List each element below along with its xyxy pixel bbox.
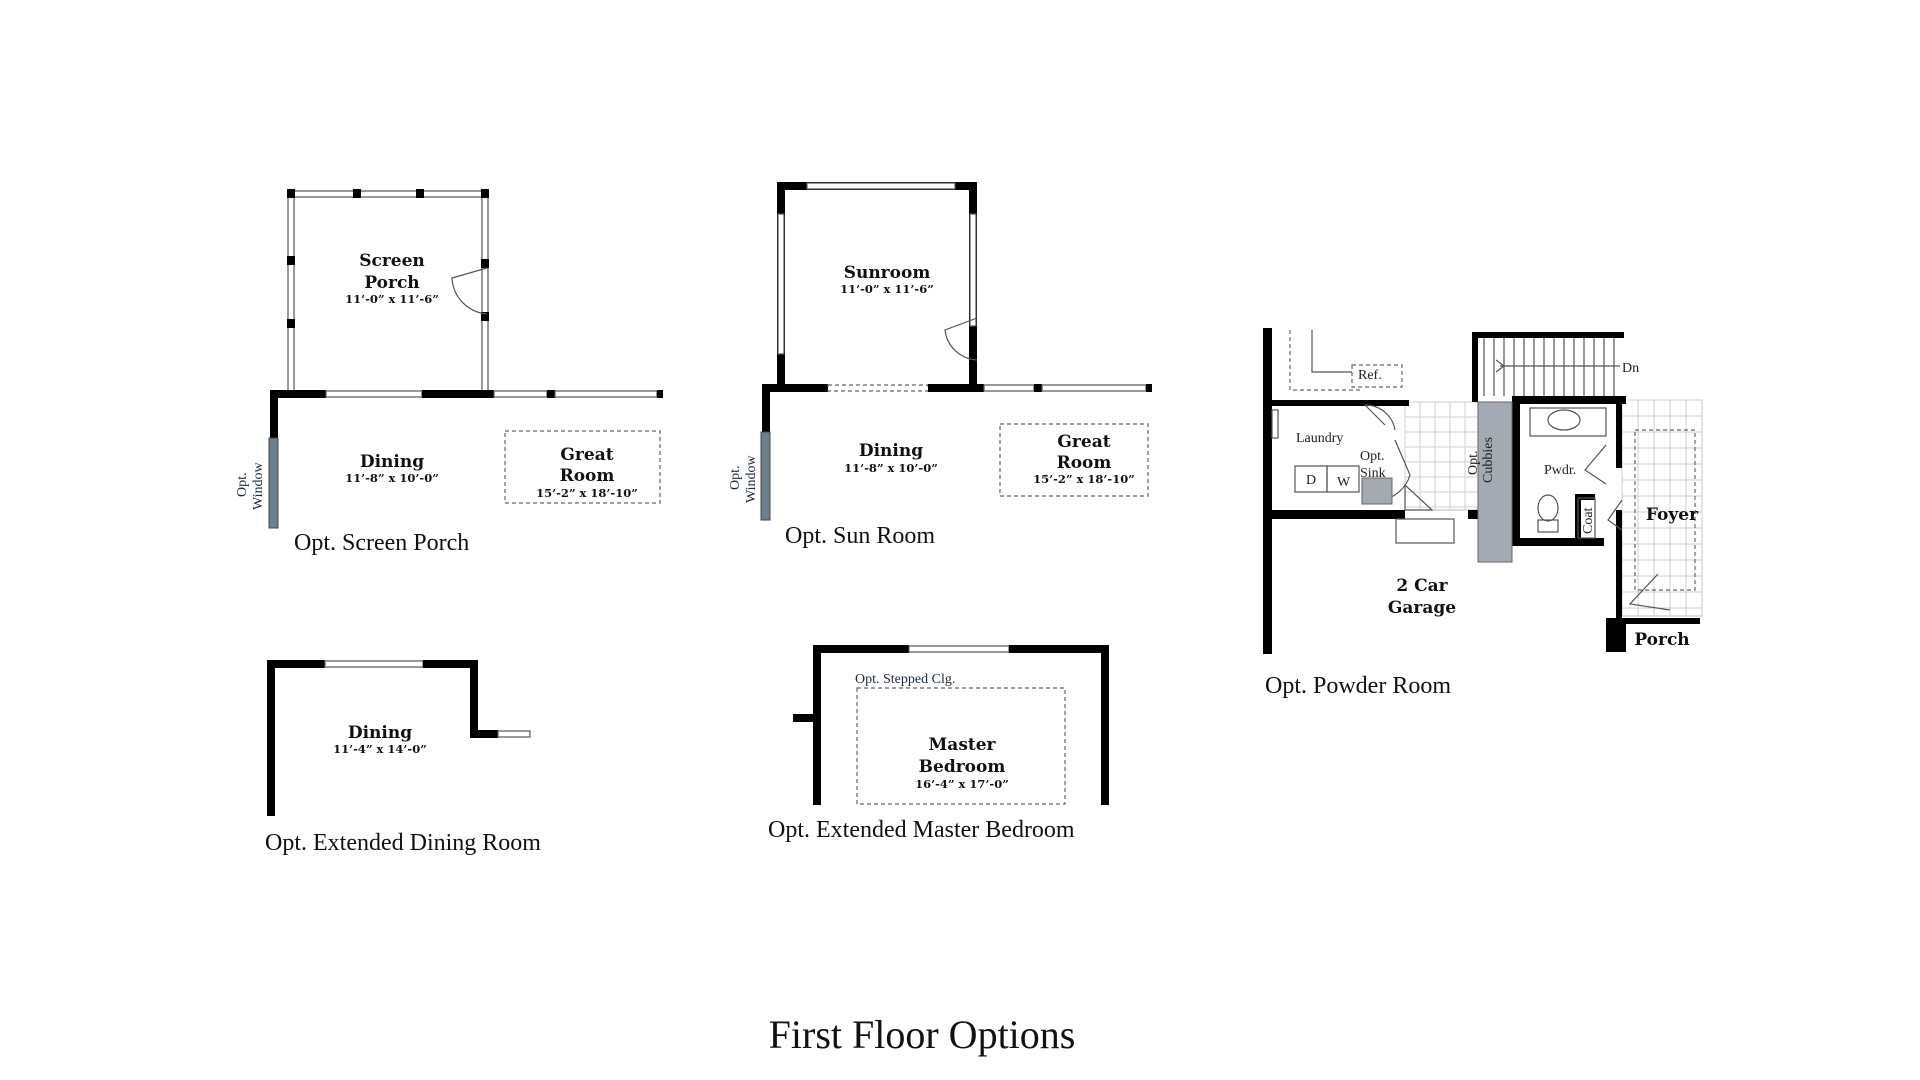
- optional-sink: [1361, 477, 1393, 505]
- svg-text:11’-8” x 10’-0”: 11’-8” x 10’-0”: [345, 471, 439, 485]
- screen-porch-label: Screen: [359, 251, 425, 271]
- svg-text:Room: Room: [560, 466, 615, 486]
- optional-cubbies: [1477, 401, 1513, 563]
- stepped-ceiling-note: Opt. Stepped Clg.: [855, 672, 955, 687]
- washer-label: W: [1337, 475, 1351, 490]
- svg-text:Bedroom: Bedroom: [919, 757, 1006, 777]
- coat-closet: [1577, 497, 1596, 539]
- master-window: [908, 645, 1010, 653]
- extended-dining-caption: Opt. Extended Dining Room: [265, 830, 541, 856]
- master-bedroom-label: Master: [928, 735, 996, 755]
- extended-master-caption: Opt. Extended Master Bedroom: [768, 817, 1075, 843]
- dining-dimensions: 11’-4” x 14’-0”: [333, 742, 427, 756]
- stairs: [1483, 338, 1615, 396]
- powder-door-swing: [1584, 444, 1607, 485]
- svg-text:Window: Window: [251, 461, 266, 510]
- sun-room-caption: Opt. Sun Room: [785, 523, 935, 549]
- opt-cubbies-label: Opt.: [1466, 451, 1481, 476]
- porch-door-swing: [451, 267, 488, 315]
- svg-text:Room: Room: [1057, 453, 1112, 473]
- svg-text:Window: Window: [744, 454, 759, 503]
- foyer-label: Foyer: [1646, 505, 1699, 525]
- svg-text:11’-8” x 10’-0”: 11’-8” x 10’-0”: [844, 461, 938, 475]
- laundry-door-swing: [1364, 404, 1396, 431]
- sunroom-dimensions: 11’-0” x 11’-6”: [840, 282, 934, 296]
- great-room-outline: [504, 430, 661, 504]
- dining-label: Dining: [859, 441, 923, 461]
- screen-porch-caption: Opt. Screen Porch: [294, 530, 469, 556]
- coat-closet-label: Coat: [1581, 507, 1596, 534]
- dryer-label: D: [1306, 473, 1316, 488]
- svg-text:15’-2” x 18’-10”: 15’-2” x 18’-10”: [536, 486, 638, 500]
- optional-window: [760, 431, 771, 521]
- sunroom-label: Sunroom: [844, 263, 931, 283]
- great-room-label: Great: [560, 445, 613, 465]
- extended-dining-plan: Dining 11’-4” x 14’-0” Opt. Extended Din…: [265, 660, 541, 856]
- stairs-down-label: Dn: [1622, 361, 1639, 376]
- stepped-ceiling-outline: [856, 687, 1066, 805]
- powder-room-label: Pwdr.: [1544, 463, 1576, 478]
- refrigerator-outline: [1351, 364, 1403, 388]
- svg-text:15’-2” x 18’-10”: 15’-2” x 18’-10”: [1033, 472, 1135, 486]
- screen-porch-plan: Screen Porch 11’-0” x 11’-6” Dining 11’-…: [235, 189, 663, 556]
- screen-porch-dimensions: 11’-0” x 11’-6”: [345, 292, 439, 306]
- page-title: First Floor Options: [769, 1012, 1076, 1057]
- opt-window-label: Opt.: [235, 473, 250, 498]
- svg-text:Porch: Porch: [364, 273, 419, 293]
- garage-label: 2 Car: [1396, 576, 1448, 596]
- great-room-outline: [999, 423, 1149, 497]
- porch-screen-left: [287, 190, 295, 392]
- master-bedroom-dimensions: 16’-4” x 17’-0”: [915, 777, 1009, 791]
- garage-step: [1395, 518, 1455, 544]
- dining-window: [324, 660, 424, 668]
- porch-label: Porch: [1634, 630, 1689, 650]
- powder-room-plan: Ref. Dn Laundry Opt. Sink Opt. Cubbies D…: [1263, 328, 1703, 699]
- extended-master-plan: Opt. Stepped Clg. Master Bedroom 16’-4” …: [768, 645, 1109, 843]
- powder-room-caption: Opt. Powder Room: [1265, 673, 1451, 699]
- sliding-door: [325, 390, 423, 398]
- sunroom-top-windows: [806, 182, 956, 190]
- opt-sink-label: Opt.: [1360, 449, 1385, 464]
- opt-window-label: Opt.: [728, 466, 743, 491]
- porch-screen-top: [287, 190, 489, 198]
- porch-screen-right: [481, 190, 489, 392]
- svg-text:Garage: Garage: [1388, 598, 1456, 618]
- sun-room-plan: Sunroom 11’-0” x 11’-6” Dining 11’-8” x …: [728, 182, 1152, 549]
- sunroom-door-swing: [944, 317, 978, 361]
- toilet: [1537, 494, 1559, 522]
- dining-label: Dining: [360, 452, 424, 472]
- refrigerator-label: Ref.: [1358, 368, 1382, 383]
- entry-door-swing: [1628, 573, 1671, 611]
- optional-window: [268, 437, 279, 529]
- svg-text:Sink: Sink: [1360, 466, 1386, 481]
- vanity-sink: [1547, 409, 1581, 431]
- svg-text:Cubbies: Cubbies: [1481, 437, 1496, 483]
- great-room-label: Great: [1057, 432, 1110, 452]
- laundry-label: Laundry: [1296, 431, 1343, 446]
- washer: [1326, 465, 1360, 493]
- dining-label: Dining: [348, 723, 412, 743]
